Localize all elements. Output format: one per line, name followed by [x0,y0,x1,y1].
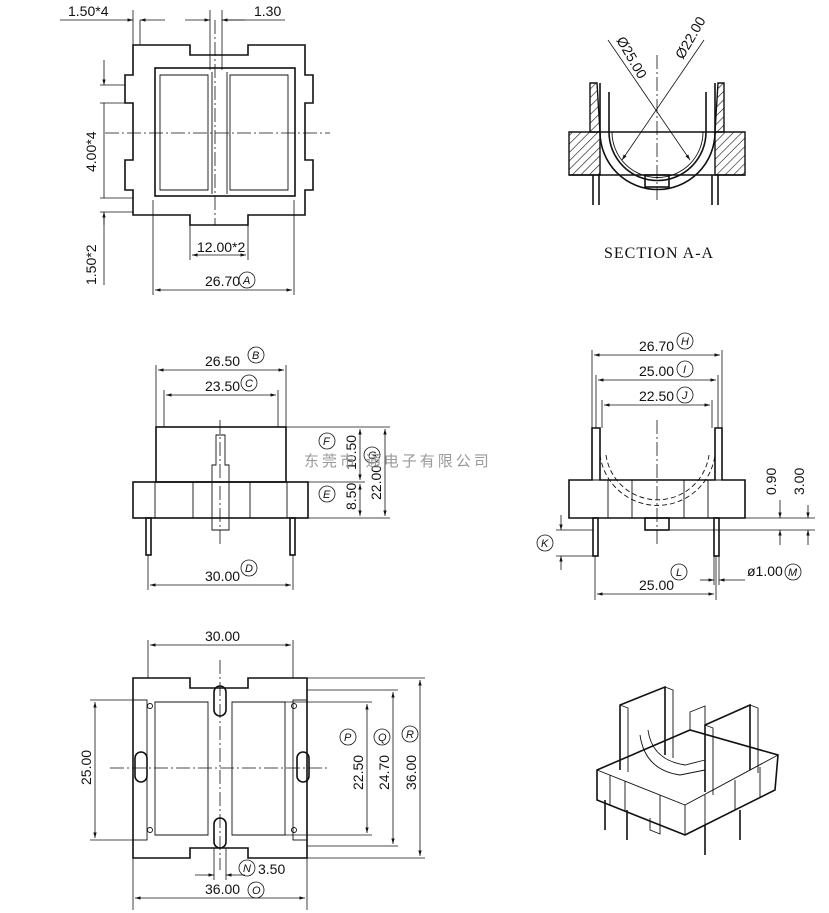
tag-top-outer: B [252,350,259,362]
dim-q: 24.70 [376,755,392,790]
dim-base: 3.00 [791,468,807,495]
section-bowl-outer [599,83,716,191]
side-view: 26.70 H 25.00 I 22.50 J 0.90 3.00 K [536,332,815,600]
dim-dia-inner: Ø22.00 [672,14,709,62]
section-view: Ø25.00 Ø22.00 SECTION A-A [568,14,746,262]
iso-wall-left [619,685,666,770]
slot-right [296,751,310,783]
tag-circle [238,271,256,289]
front-view: 26.50 B 23.50 C 10.50 8.50 22.00 F E G 3… [132,346,390,590]
dim-upper: 10.50 [343,435,359,470]
side-view-hidden-bowl [599,454,716,506]
dim-p: 22.50 [350,755,366,790]
slot-bottom [213,817,227,849]
tag-bottom: O [252,885,261,897]
slot-left [134,751,148,783]
tag-p: P [344,732,352,744]
iso-wall-right [704,703,751,792]
dim-pin-pitch-v: 4.00*4 [83,131,99,172]
dim-outer: 26.70 [639,338,674,354]
dim-step: 0.90 [763,468,779,495]
dim-mid: 25.00 [639,363,674,379]
section-caption: SECTION A-A [604,245,714,262]
dim-top-inner: 23.50 [205,378,240,394]
tag-top-inner: C [245,378,253,390]
dim-inner: 22.50 [639,388,674,404]
dim-r: 36.00 [403,755,419,790]
top-view-outline [124,44,314,226]
tag-r: R [406,729,414,741]
tag-pin-dia: M [788,567,798,579]
tag-slot: N [243,863,251,875]
slot-top [213,685,227,717]
section-left-flange [568,131,601,176]
tag-upper: F [323,436,331,448]
tag-outer: H [681,336,689,348]
tag-pins: D [245,563,253,575]
dim-lower: 8.50 [343,483,359,510]
top-view-inner-frame [154,67,296,197]
front-view-base [132,481,309,519]
dim-pins-side: 25.00 [639,577,674,593]
dim-slot-width: 1.50*4 [68,3,109,19]
section-bowl-inner [608,92,707,182]
tag-q: Q [378,732,387,744]
tag-height: G [368,450,377,462]
dim-left: 25.00 [78,750,94,785]
dim-pin-dia: ø1.00 [747,563,783,579]
tag-inner: J [681,390,688,402]
dim-width: 26.70 [205,273,240,289]
top-view-windows [159,74,289,191]
watermark-text: 东莞市 通电子有限公司 [304,452,492,470]
dim-top-outer: 26.50 [205,353,240,369]
tag-mid: I [683,364,686,376]
top-view: 1.50*4 1.30 4.00*4 1.50*2 12.00*2 26.70 … [60,3,330,295]
front-view-center-post [211,434,230,531]
dim-bottom: 36.00 [205,881,240,897]
dim-inner: 12.00*2 [197,239,245,255]
isometric-view [596,685,779,855]
tag-pins-side: L [676,567,682,579]
bottom-view: 30.00 25.00 22.50 24.70 36.00 P Q R N 3.… [78,628,425,910]
iso-base [596,729,779,836]
dim-pins: 30.00 [205,568,240,584]
dim-slot: 3.50 [258,861,285,877]
dim-gap: 1.30 [254,3,281,19]
dim-height: 22.00 [368,465,384,500]
tag-lower: E [323,489,331,501]
tag-width: A [242,275,250,287]
section-right-flange [714,131,746,176]
dim-top: 30.00 [205,628,240,644]
dim-edge-v: 1.50*2 [83,244,99,285]
tag-pin-len: K [541,538,549,550]
